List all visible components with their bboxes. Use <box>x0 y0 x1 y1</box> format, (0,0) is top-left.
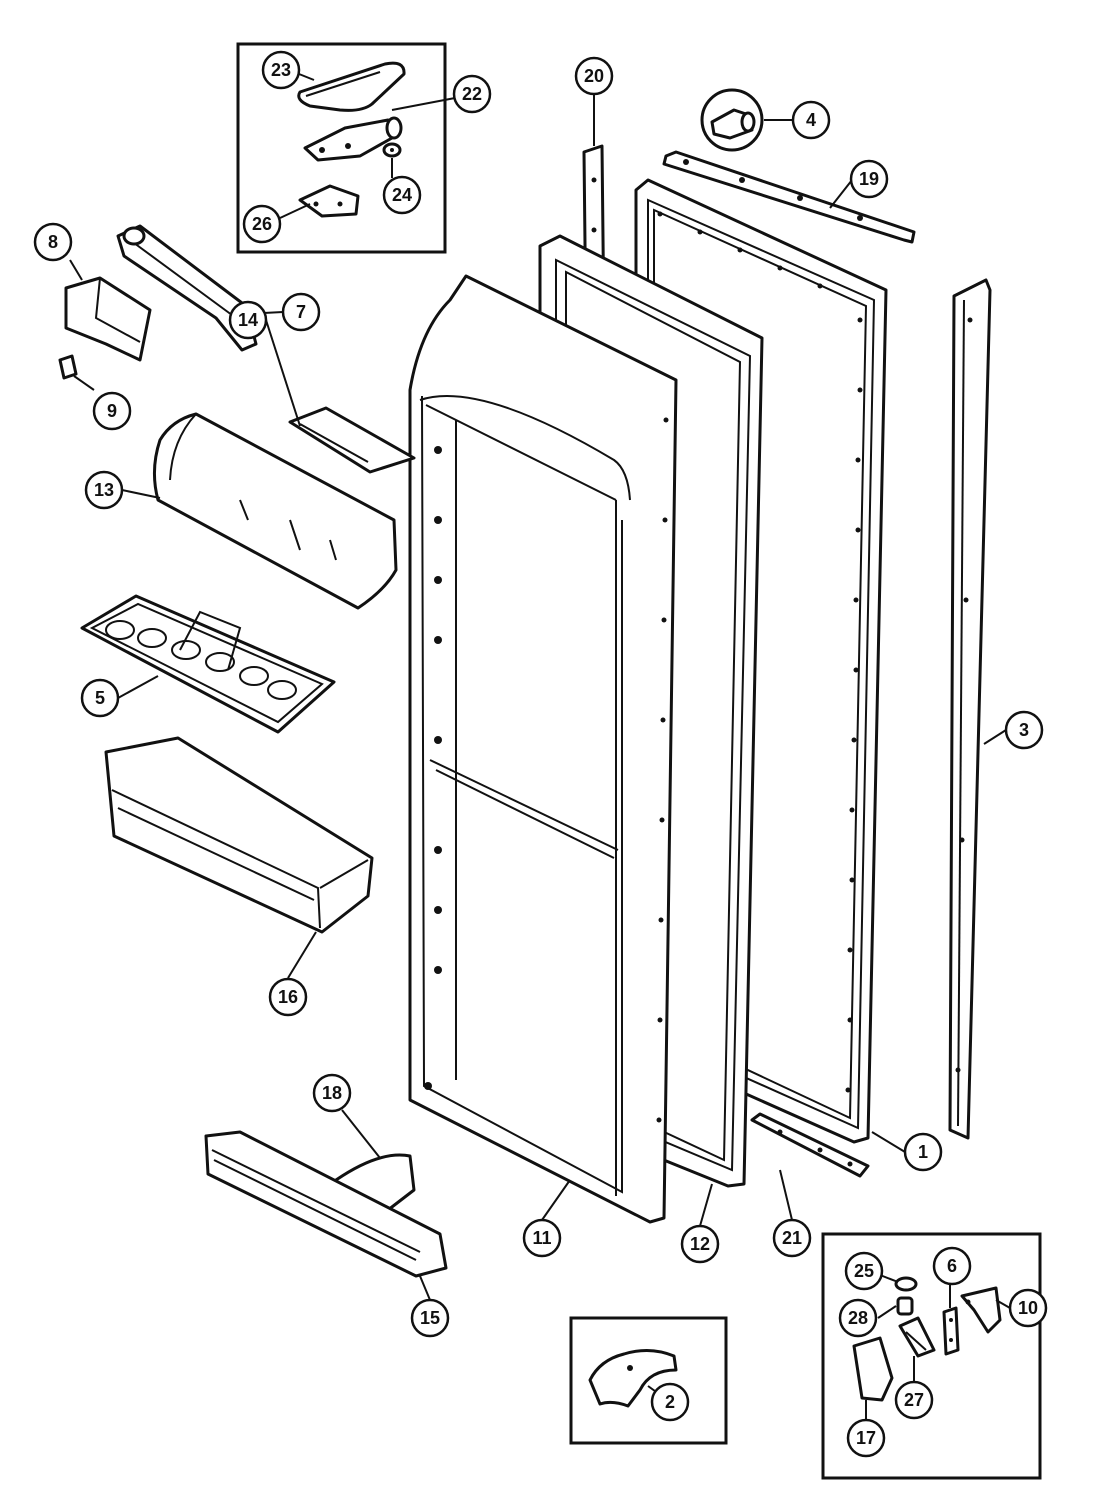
callout-11-label: 11 <box>532 1228 551 1248</box>
part-10-hinge-bracket <box>960 1286 1002 1334</box>
callout-24-label: 24 <box>392 185 412 205</box>
part-19-top-trim <box>662 150 916 244</box>
callout-20-label: 20 <box>584 66 604 86</box>
part-26-shim <box>298 184 360 218</box>
callout-7-label: 7 <box>296 302 306 322</box>
callout-15-label: 15 <box>420 1308 440 1328</box>
callout-25-label: 25 <box>854 1261 874 1281</box>
callout-26-label: 26 <box>252 214 272 234</box>
callout-2: 2 <box>650 1382 690 1422</box>
leader-lines <box>69 73 1011 1420</box>
callout-19: 19 <box>849 159 889 199</box>
part-5-egg-tray <box>80 594 336 734</box>
callout-13-label: 13 <box>94 480 114 500</box>
part-25-washer <box>894 1276 918 1292</box>
callout-23: 23 <box>261 50 301 90</box>
part-14-small-tray <box>288 406 416 474</box>
callout-5-label: 5 <box>95 688 105 708</box>
callout-26: 26 <box>242 204 282 244</box>
callout-13: 13 <box>84 470 124 510</box>
callout-14: 14 <box>228 300 268 340</box>
callout-11: 11 <box>522 1218 562 1258</box>
callout-8-label: 8 <box>48 232 58 252</box>
callout-12: 12 <box>680 1224 720 1264</box>
part-7-lever-arm <box>116 224 258 352</box>
part-16-door-bin <box>104 736 374 934</box>
callout-15: 15 <box>410 1298 450 1338</box>
part-6-shim-plate <box>942 1306 960 1356</box>
callout-24: 24 <box>382 175 422 215</box>
callout-16: 16 <box>268 977 308 1017</box>
part-9-clip <box>58 354 78 380</box>
part-22-upper-hinge <box>303 116 403 162</box>
callout-3-label: 3 <box>1019 720 1029 740</box>
part-13-bin-cover <box>153 412 398 610</box>
inset-box-hinge-top <box>236 42 447 254</box>
part-4-door-stop <box>700 88 764 152</box>
part-3-side-channel <box>948 278 992 1140</box>
callout-10-label: 10 <box>1018 1298 1038 1318</box>
callout-4: 4 <box>791 100 831 140</box>
callout-25: 25 <box>844 1251 884 1291</box>
part-24-washer <box>382 142 402 158</box>
part-2-hinge-cover <box>588 1349 678 1408</box>
inset-box-hinge-bottom <box>821 1232 1042 1480</box>
callout-1-label: 1 <box>918 1142 928 1162</box>
callout-9-label: 9 <box>107 401 117 421</box>
part-11-door-liner <box>408 274 678 1224</box>
callout-3: 3 <box>1004 710 1044 750</box>
callout-21: 21 <box>772 1218 812 1258</box>
callout-2-label: 2 <box>665 1392 675 1412</box>
callout-6: 6 <box>932 1246 972 1286</box>
callout-27-label: 27 <box>904 1390 924 1410</box>
callout-18-label: 18 <box>322 1083 342 1103</box>
callout-8: 8 <box>33 222 73 262</box>
callout-23-label: 23 <box>271 60 291 80</box>
callout-28: 28 <box>838 1298 878 1338</box>
callout-16-label: 16 <box>278 987 298 1007</box>
callout-6-label: 6 <box>947 1256 957 1276</box>
callout-9: 9 <box>92 391 132 431</box>
callout-5: 5 <box>80 678 120 718</box>
part-8-hinge-block <box>64 276 152 362</box>
callout-1: 1 <box>903 1132 943 1172</box>
inset-box-cover <box>569 1316 728 1445</box>
part-23-hinge-cover <box>297 61 406 112</box>
callout-28-label: 28 <box>848 1308 868 1328</box>
callout-14-label: 14 <box>238 310 258 330</box>
callout-18: 18 <box>312 1073 352 1113</box>
part-15-door-bin-lower <box>204 1130 448 1278</box>
callout-22-label: 22 <box>462 84 482 104</box>
callout-21-label: 21 <box>782 1228 802 1248</box>
part-17-lower-hinge <box>852 1336 894 1402</box>
part-21-bottom-trim <box>750 1112 870 1178</box>
callout-19-label: 19 <box>859 169 879 189</box>
part-27-hinge-pin <box>898 1316 936 1358</box>
callout-27: 27 <box>894 1380 934 1420</box>
callout-20: 20 <box>574 56 614 96</box>
callout-10: 10 <box>1008 1288 1048 1328</box>
callout-17: 17 <box>846 1418 886 1458</box>
callout-17-label: 17 <box>856 1428 876 1448</box>
callout-12-label: 12 <box>690 1234 710 1254</box>
callout-7: 7 <box>281 292 321 332</box>
callout-4-label: 4 <box>806 110 816 130</box>
callout-22: 22 <box>452 74 492 114</box>
part-28-bushing <box>896 1296 914 1316</box>
